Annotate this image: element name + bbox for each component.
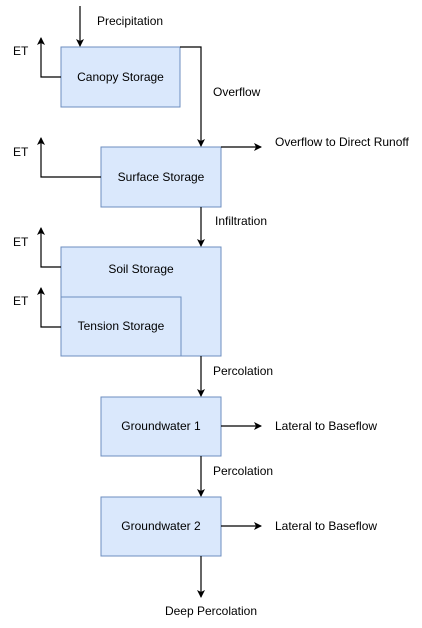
overflow-runoff-label: Overflow to Direct Runoff — [275, 135, 409, 149]
canopy-storage-node[interactable]: Canopy Storage — [60, 46, 181, 108]
soil-storage-label: Soil Storage — [108, 262, 174, 276]
et-surface-arrow — [37, 137, 101, 178]
overflow-label: Overflow — [213, 85, 261, 99]
percolation-1-label: Percolation — [213, 364, 273, 378]
et-canopy-label: ET — [13, 44, 29, 58]
et-tension-arrow — [37, 287, 61, 328]
canopy-storage-label: Canopy Storage — [77, 70, 164, 84]
lateral-1-label: Lateral to Baseflow — [275, 419, 377, 433]
precipitation-label: Precipitation — [97, 14, 163, 28]
deep-percolation-label: Deep Percolation — [165, 604, 257, 618]
et-soil-arrow — [37, 227, 61, 268]
groundwater-1-node[interactable]: Groundwater 1 — [100, 396, 222, 457]
lateral-2-label: Lateral to Baseflow — [275, 519, 377, 533]
tension-storage-node[interactable]: Tension Storage — [60, 296, 182, 357]
et-tension-label: ET — [13, 294, 29, 308]
et-surface-label: ET — [13, 145, 29, 159]
et-canopy-arrow — [37, 37, 61, 78]
percolation-2-label: Percolation — [213, 464, 273, 478]
tension-storage-label: Tension Storage — [78, 319, 165, 333]
surface-storage-label: Surface Storage — [118, 170, 205, 184]
infiltration-label: Infiltration — [215, 214, 267, 228]
overflow-arrow — [180, 46, 205, 147]
surface-storage-node[interactable]: Surface Storage — [100, 146, 222, 208]
groundwater-2-label: Groundwater 2 — [121, 519, 201, 533]
groundwater-1-label: Groundwater 1 — [121, 419, 201, 433]
groundwater-2-node[interactable]: Groundwater 2 — [100, 496, 222, 557]
et-soil-label: ET — [13, 235, 29, 249]
